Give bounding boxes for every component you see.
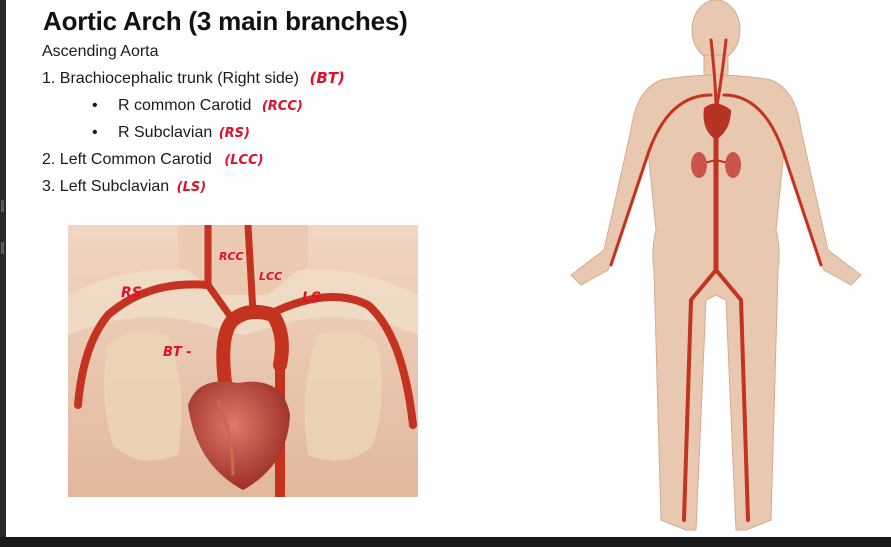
edge-marker: [1, 200, 4, 212]
subtitle-ascending-aorta: Ascending Aorta: [42, 43, 159, 60]
slide-title: Aortic Arch (3 main branches): [43, 6, 408, 36]
sub-item-2: R Subclavian (RS): [118, 124, 250, 142]
window-left-edge: [0, 0, 6, 537]
annotation-bt: BT -: [163, 345, 192, 360]
annotation-lcc: LCC: [259, 270, 283, 283]
list-item-3: 3. Left Subclavian (LS): [42, 178, 206, 196]
edge-marker: [1, 242, 4, 254]
sub-item-2-text: R Subclavian: [118, 124, 213, 141]
annotation-ls: LS: [302, 290, 322, 306]
handwritten-note-lcc: (LCC): [224, 153, 264, 168]
bullet-dot: •: [92, 124, 98, 141]
list-item-1: 1. Brachiocephalic trunk (Right side) (B…: [42, 69, 345, 88]
sub-item-1: R common Carotid (RCC): [118, 97, 303, 115]
sub-item-1-text: R common Carotid: [118, 97, 252, 114]
list-item-1-text: 1. Brachiocephalic trunk (Right side): [42, 70, 300, 87]
annotation-rcc: RCC: [219, 250, 244, 263]
handwritten-note-ls: (LS): [176, 180, 207, 195]
list-item-2: 2. Left Common Carotid (LCC): [42, 151, 264, 169]
handwritten-note-bt: (BT): [309, 69, 345, 87]
slide: Aortic Arch (3 main branches) Ascending …: [6, 0, 891, 537]
circulatory-system-illustration: [570, 0, 862, 531]
aortic-arch-illustration: [68, 225, 418, 497]
window-bottom-edge: [0, 537, 891, 547]
annotation-rs: RS: [121, 285, 142, 301]
handwritten-note-rs: (RS): [218, 126, 250, 141]
bullet-dot: •: [92, 97, 98, 114]
list-item-3-text: 3. Left Subclavian: [42, 178, 170, 195]
handwritten-note-rcc: (RCC): [261, 99, 303, 114]
list-item-2-text: 2. Left Common Carotid: [42, 151, 212, 168]
